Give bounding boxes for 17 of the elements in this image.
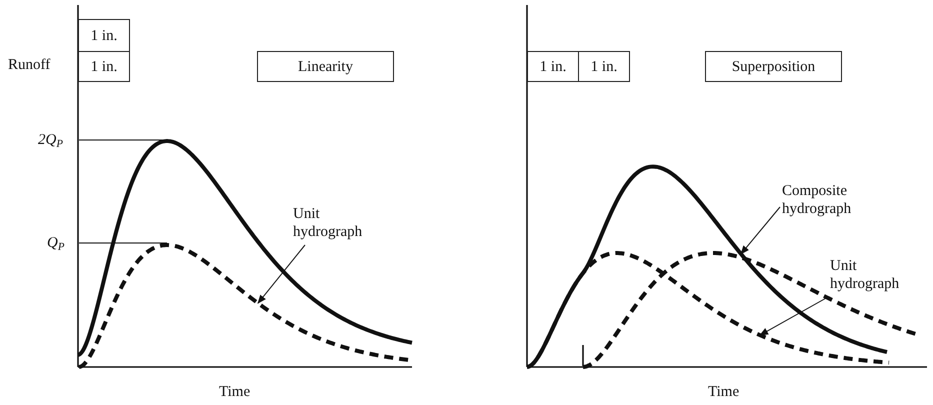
leader-arrow: [740, 206, 780, 255]
title-box: Linearity: [257, 51, 394, 82]
amount-box: 1 in.: [578, 51, 630, 82]
axis-title: Time: [708, 383, 740, 401]
amount-box: 1 in.: [78, 19, 130, 52]
curve-label: Composite hydrograph: [782, 182, 866, 220]
axis-value: Q$_{P}$: [47, 234, 64, 256]
axis-title: Time: [219, 383, 250, 401]
title-box: Superposition: [705, 51, 842, 82]
hydrograph-curve: [76, 139, 414, 357]
axis-value: 2Q$_{P}$: [38, 131, 63, 152]
curve-label: Unit hydrograph: [830, 257, 914, 295]
axis-title: Runoff: [8, 56, 50, 74]
amount-box: 1 in.: [78, 51, 130, 82]
leader-arrow: [257, 244, 306, 304]
curve-label: Unit hydrograph: [293, 205, 375, 243]
amount-box: 1 in.: [527, 51, 579, 82]
